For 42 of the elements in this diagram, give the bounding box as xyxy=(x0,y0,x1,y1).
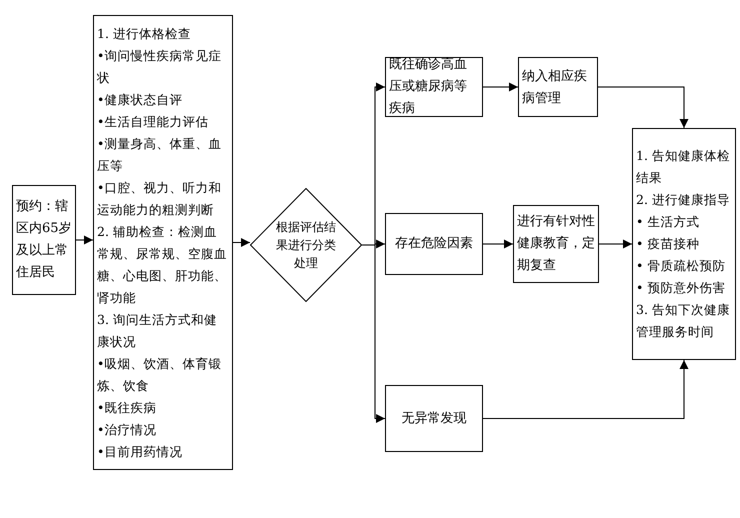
arrow xyxy=(482,82,518,92)
node-text: 1. 进行体格检查 xyxy=(97,24,192,42)
node-text: •目前用药情况 xyxy=(97,442,184,460)
node-text: 1. 告知健康体检结果 xyxy=(636,147,731,187)
node-text: •既往疾病 xyxy=(97,398,158,416)
node-text: 进行有针对性健康教育，定期复查 xyxy=(517,213,595,275)
node-text: • 生活方式 xyxy=(636,213,700,231)
node-text: 预约：辖区内65岁及以上常住居民 xyxy=(16,198,72,282)
node-text: 3. 询问生活方式和健康状况 xyxy=(97,310,218,350)
process-box xyxy=(513,205,599,283)
node-text: 存在危险因素 xyxy=(395,235,473,254)
arrow xyxy=(598,86,688,128)
node-text: •治疗情况 xyxy=(97,420,158,438)
process-box xyxy=(518,57,598,117)
node-text: •口腔、视力、听力和运动能力的粗测判断 xyxy=(97,178,222,218)
process-box xyxy=(385,385,483,452)
node-text: • 骨质疏松预防 xyxy=(636,257,726,275)
node-text: •健康状态自评 xyxy=(97,90,184,108)
process-box xyxy=(12,185,76,295)
node-text: •询问慢性疾病常见症状 xyxy=(97,46,222,86)
node-text: •生活自理能力评估 xyxy=(97,112,210,130)
node-text: •吸烟、饮酒、体育锻炼、饮食 xyxy=(97,354,222,394)
node-text: • 疫苗接种 xyxy=(636,235,700,253)
arrow xyxy=(232,238,250,247)
node-text: 纳入相应疾病管理 xyxy=(522,68,588,108)
process-box xyxy=(93,15,233,470)
node-text: 3. 告知下次健康管理服务时间 xyxy=(636,301,731,341)
node-text: 2. 辅助检查：检测血常规、尿常规、空腹血糖、心电图、肝功能、肾功能 xyxy=(97,222,228,306)
process-box xyxy=(632,128,736,360)
decision-diamond xyxy=(250,188,362,302)
arrow xyxy=(76,236,94,244)
node-text: 根据评估结果进行分类处理 xyxy=(275,219,337,272)
process-box xyxy=(385,213,483,275)
node-text: • 预防意外伤害 xyxy=(636,279,726,297)
node-text: 无异常发现 xyxy=(402,410,466,428)
process-box xyxy=(385,57,483,117)
arrow xyxy=(482,240,514,248)
arrow xyxy=(482,360,688,419)
node-text: 既往确诊高血压或糖尿病等疾病 xyxy=(389,56,468,118)
node-text: •测量身高、体重、血压等 xyxy=(97,134,222,174)
arrow xyxy=(598,240,632,248)
node-text: 2. 进行健康指导 xyxy=(636,191,731,209)
